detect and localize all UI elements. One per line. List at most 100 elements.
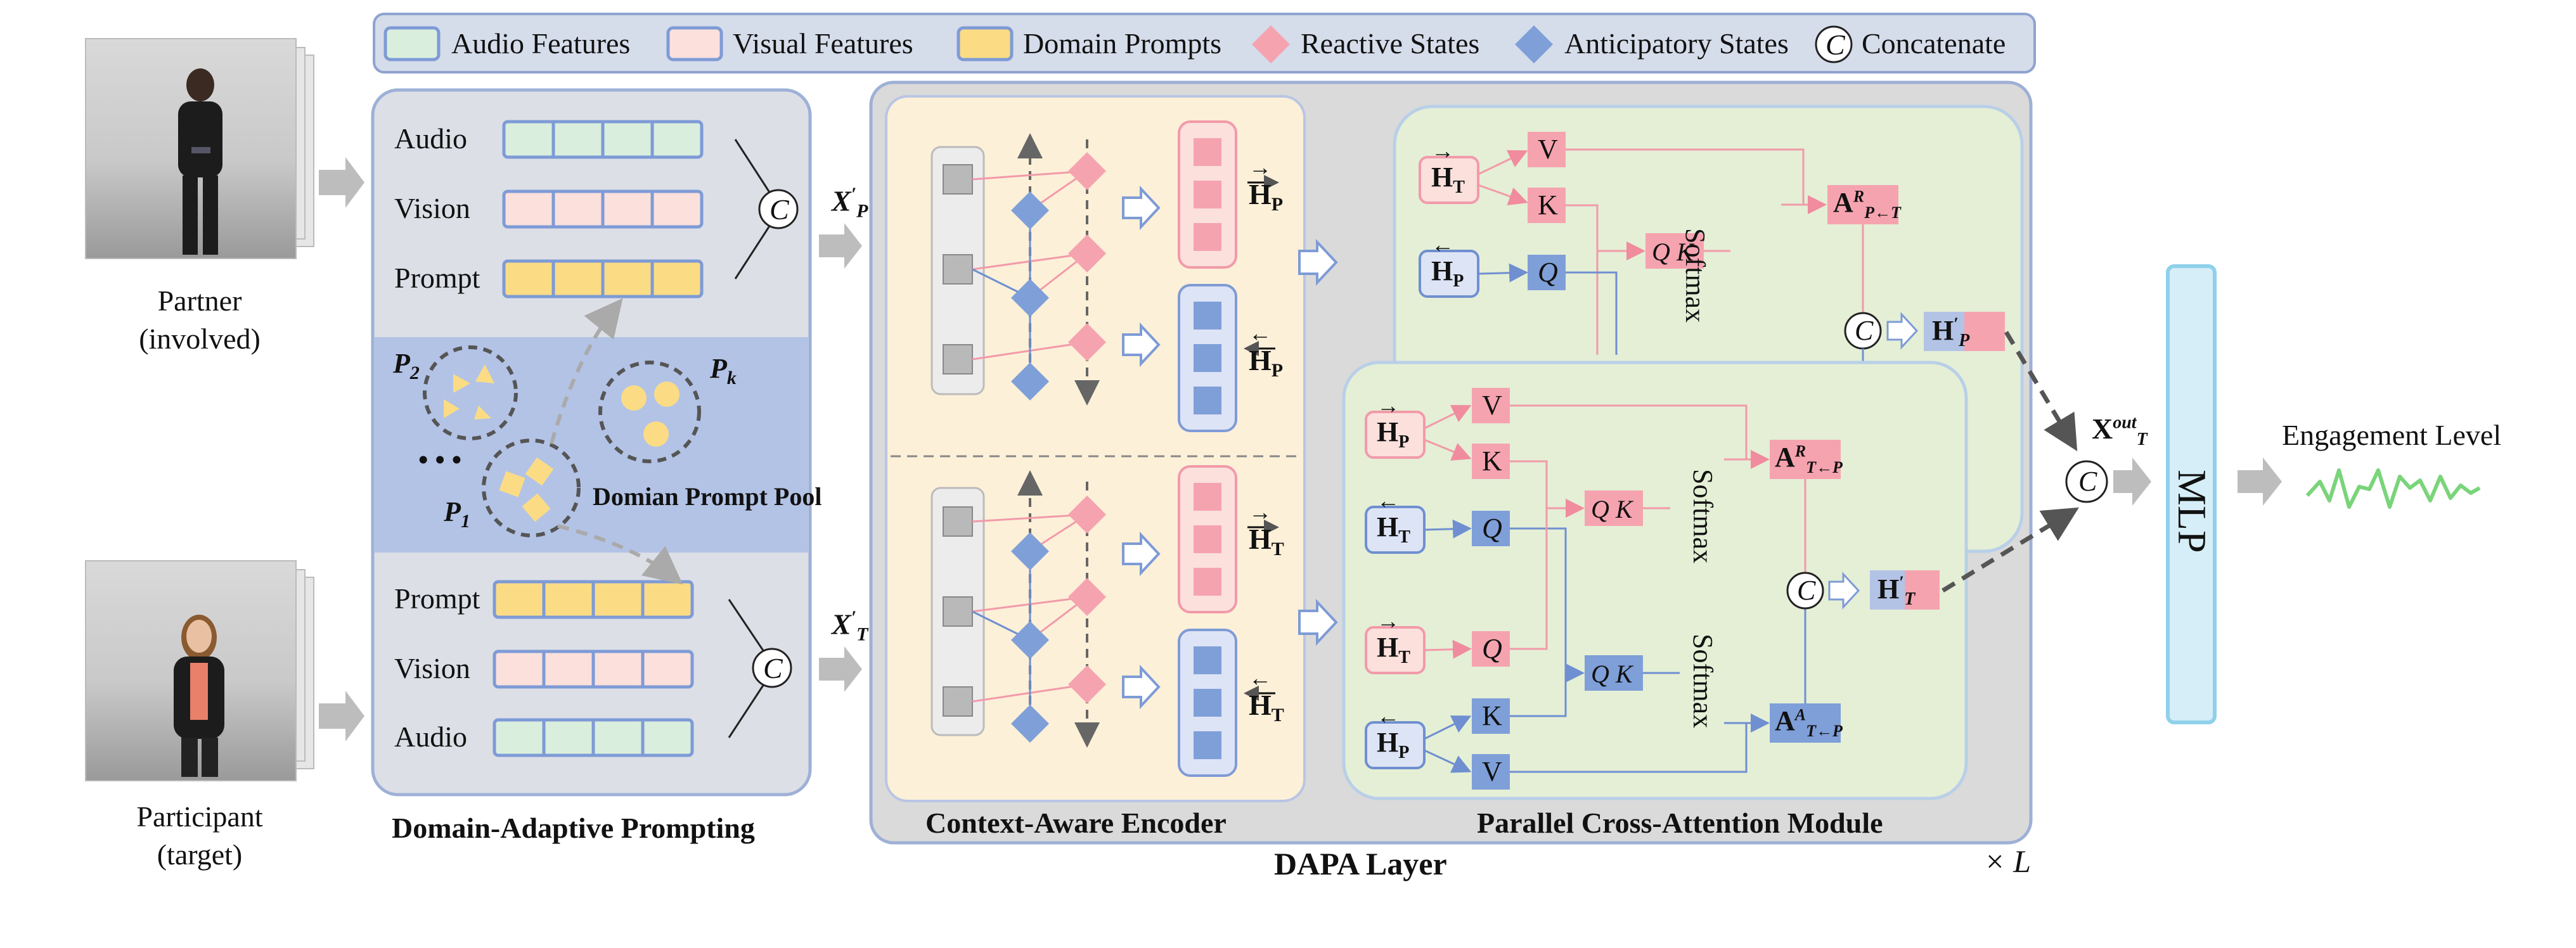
- bottom-vision-tokens: [493, 650, 694, 689]
- participant-arrow: [319, 691, 364, 741]
- top-token-rows: [502, 120, 799, 298]
- front-in-hp-direction-arrow: →: [1377, 393, 1400, 418]
- pcam-front-qk1: [1585, 490, 1643, 526]
- back-softmax-label: Softmax: [1680, 228, 1711, 323]
- pool-p1-label: P1: [444, 496, 470, 532]
- front-out-label: H′T: [1877, 573, 1916, 609]
- pcam-front-v2: [1472, 754, 1510, 790]
- pool-p2-circle: [423, 345, 518, 440]
- front-qk2-label: Q K: [1591, 660, 1633, 688]
- top-prompt-tokens: [502, 259, 704, 298]
- front-in-hp: HP→: [1377, 393, 1410, 452]
- bottom-row-audio-label: Audio: [394, 721, 467, 753]
- prompt-pool-band: [375, 337, 808, 553]
- engagement-signal: [2305, 468, 2481, 509]
- mlp-label: MLP: [2170, 470, 2215, 553]
- legend-anticipatory-diamond: [1515, 25, 1553, 63]
- back-attn-label: ARP←T: [1833, 187, 1901, 222]
- back-k-label: K: [1538, 189, 1558, 221]
- partner-figure: [178, 68, 222, 255]
- front-k2-label: K: [1482, 700, 1502, 731]
- pcam-front-q2: [1472, 631, 1510, 667]
- back-q-label: Q: [1538, 257, 1558, 288]
- bottom-audio-tokens: [493, 718, 694, 757]
- enc-out-ht-forward: HT→: [1249, 499, 1284, 560]
- front-in-ht-direction-arrow: ←: [1377, 488, 1400, 513]
- front-k1-label: K: [1482, 445, 1502, 477]
- partner-arrow: [319, 157, 364, 208]
- enc-to-pcam-bottom-arrow: [1298, 598, 1338, 646]
- enc-out-hp-forward: HP→: [1249, 155, 1284, 215]
- pcam-back-graph: [1419, 132, 2005, 368]
- legend-concat-circle: [1815, 25, 1853, 63]
- front-softmax2-label: Softmax: [1687, 634, 1718, 729]
- pcam-front-qk2: [1585, 655, 1643, 691]
- pool-label: Domian Prompt Pool: [593, 482, 822, 511]
- prompt-pool: [423, 298, 701, 585]
- pcam-front-q1: [1472, 511, 1510, 546]
- bottom-row-vision-label: Vision: [394, 652, 470, 684]
- participant-photo: [85, 560, 297, 781]
- participant-figure: [174, 615, 224, 777]
- pcam-front-input-hp-back: [1365, 721, 1426, 769]
- ht-to-concat-arrow: [1942, 507, 2079, 592]
- participant-sublabel: (target): [157, 838, 243, 871]
- output-label: Engagement Level: [2282, 419, 2502, 451]
- prompting-title: Domain-Adaptive Prompting: [392, 812, 755, 844]
- mlp-to-output-arrow: [2238, 458, 2282, 506]
- top-vision-tokens: [502, 189, 704, 229]
- mlp-block: [2166, 264, 2217, 724]
- front-q2-label: Q: [1482, 633, 1502, 664]
- enc-out-ht-forward-direction-arrow: →: [1249, 499, 1272, 525]
- xt-label: X′T: [832, 607, 868, 645]
- pool-ellipsis: • • •: [418, 444, 462, 475]
- bottom-token-rows: [493, 580, 792, 757]
- back-v-label: V: [1538, 134, 1558, 165]
- top-row-vision-label: Vision: [394, 192, 470, 224]
- bottom-concat-c: C: [763, 652, 783, 684]
- pool-pk-label: Pk: [710, 353, 737, 388]
- legend-label-anticipatory: Anticipatory States: [1564, 27, 1789, 60]
- pcam-back-qk: [1645, 233, 1704, 269]
- legend-label-prompt: Domain Prompts: [1023, 27, 1222, 60]
- back-in-ht: HT→: [1431, 138, 1465, 197]
- bottom-concat-circle: [752, 648, 792, 688]
- legend-swatch-prompt: [956, 26, 1014, 61]
- xp-label: X′P: [832, 184, 868, 222]
- pool-to-bottom-prompt-arrow: [557, 524, 683, 585]
- xp-arrow: [819, 223, 862, 269]
- front-qk1-label: Q K: [1591, 495, 1633, 523]
- enc-to-pcam-top-arrow: [1298, 238, 1338, 286]
- encoder-panel: [885, 95, 1306, 802]
- participant-label: Participant: [136, 800, 263, 833]
- pcam-back-k: [1528, 188, 1566, 223]
- pcam-back-attn: [1827, 185, 1898, 224]
- xout-label: XoutT: [2092, 413, 2148, 450]
- pcam-back-input-ht: [1419, 156, 1479, 204]
- final-concat-c: C: [2078, 466, 2097, 497]
- enc-out-hp-backward-direction-arrow: ←: [1249, 321, 1272, 346]
- enc-out-hp-backward: HP←: [1249, 321, 1284, 381]
- pcam-back-q: [1528, 255, 1566, 290]
- front-in-hp-2-direction-arrow: ←: [1377, 703, 1400, 729]
- front-v2-label: V: [1482, 756, 1502, 787]
- pcam-front-concat: [1786, 572, 1824, 610]
- front-in-hp-2: HP←: [1377, 703, 1410, 762]
- concat-to-mlp-arrow: [2113, 458, 2151, 506]
- legend-label-audio: Audio Features: [451, 27, 631, 60]
- pcam-front-attn2: [1770, 703, 1841, 743]
- partner-sublabel: (involved): [139, 323, 261, 355]
- front-in-ht-2: HT→: [1377, 608, 1410, 667]
- pcam-front-v1: [1472, 388, 1510, 423]
- partner-label: Partner: [157, 285, 242, 317]
- top-concat-circle: [758, 189, 799, 229]
- legend-concat-c: C: [1826, 29, 1845, 61]
- encoder-bottom: [931, 465, 1279, 777]
- front-softmax1-label: Softmax: [1687, 469, 1718, 564]
- legend-swatch-visual: [666, 26, 723, 61]
- enc-out-hp-forward-direction-arrow: →: [1249, 155, 1272, 180]
- legend-label-concat: Concatenate: [1862, 27, 2006, 60]
- front-in-ht-2-direction-arrow: →: [1377, 608, 1400, 634]
- encoder-title: Context-Aware Encoder: [925, 807, 1227, 839]
